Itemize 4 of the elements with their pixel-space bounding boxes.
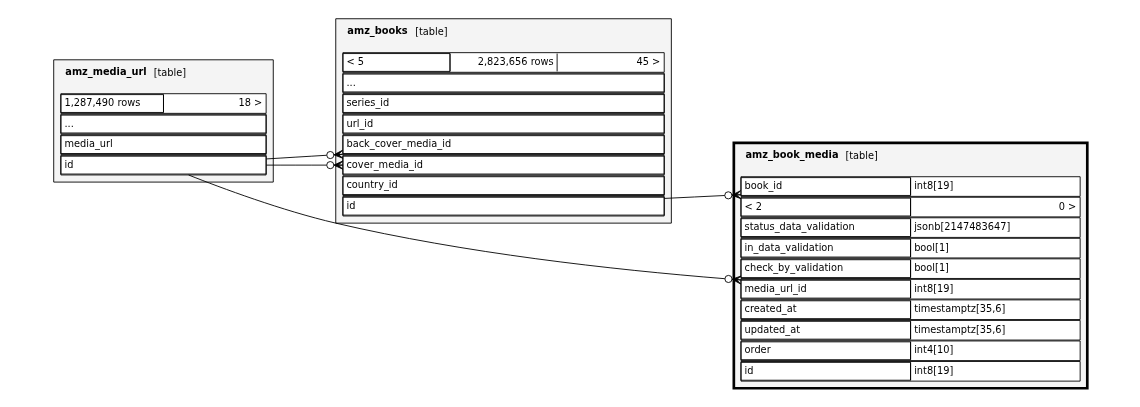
connector: [663, 190, 741, 200]
connector: [265, 160, 343, 170]
connector: [187, 174, 742, 285]
connector: [265, 149, 343, 160]
